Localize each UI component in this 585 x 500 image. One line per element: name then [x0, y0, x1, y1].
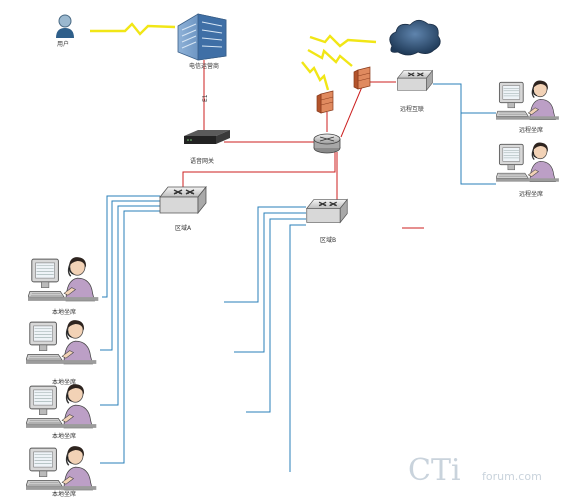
- wireless-link-firewall-1: [301, 61, 330, 91]
- zone-a-access-lines: [100, 195, 160, 464]
- remote-agent-icon: [496, 79, 560, 121]
- remote-switch-label: 远程互联: [400, 105, 424, 113]
- local-agent-label: 本地坐席: [52, 308, 76, 316]
- remote-access-lines: [433, 83, 496, 185]
- local-agent-label: 本地坐席: [52, 432, 76, 440]
- local-agent-icon: [26, 319, 98, 365]
- zone-b-switch-icon: [306, 198, 348, 224]
- core-data-lines: [182, 60, 424, 229]
- wireless-link-cloud: [309, 34, 377, 48]
- internet-cloud-icon: [389, 19, 441, 56]
- router-icon: [313, 133, 341, 154]
- wireless-link-user-telecom: [90, 22, 176, 36]
- zone-b-label: 区域B: [320, 236, 336, 244]
- user-label: 用户: [57, 40, 69, 48]
- gateway-label: 语音网关: [190, 157, 214, 165]
- local-agent-label: 本地坐席: [52, 490, 76, 498]
- wireless-link-firewall-2: [307, 48, 353, 67]
- local-agent-icon: [26, 445, 98, 491]
- remote-agent-label: 远程坐席: [519, 190, 543, 198]
- remote-agent-icon: [496, 141, 560, 183]
- watermark-mark: CTi: [408, 453, 461, 488]
- voice-gateway-icon: [184, 130, 230, 144]
- watermark-site: forum.com: [482, 470, 542, 483]
- user-icon: [56, 14, 74, 38]
- telecom-building-icon: [177, 13, 227, 61]
- telecom-label: 电信运营商: [189, 62, 219, 70]
- e1-link-label: E1: [202, 94, 209, 102]
- remote-switch-icon: [396, 70, 434, 91]
- local-agent-icon: [28, 256, 100, 302]
- zone-a-label: 区域A: [175, 224, 192, 232]
- firewall-icon: [353, 66, 371, 90]
- zone-a-switch-icon: [159, 186, 207, 214]
- local-agent-label: 本地坐席: [52, 378, 76, 386]
- local-agent-icon: [26, 383, 98, 429]
- firewall-icon: [316, 90, 334, 114]
- remote-agent-label: 远程坐席: [519, 126, 543, 134]
- zone-b-access-lines: [224, 206, 306, 472]
